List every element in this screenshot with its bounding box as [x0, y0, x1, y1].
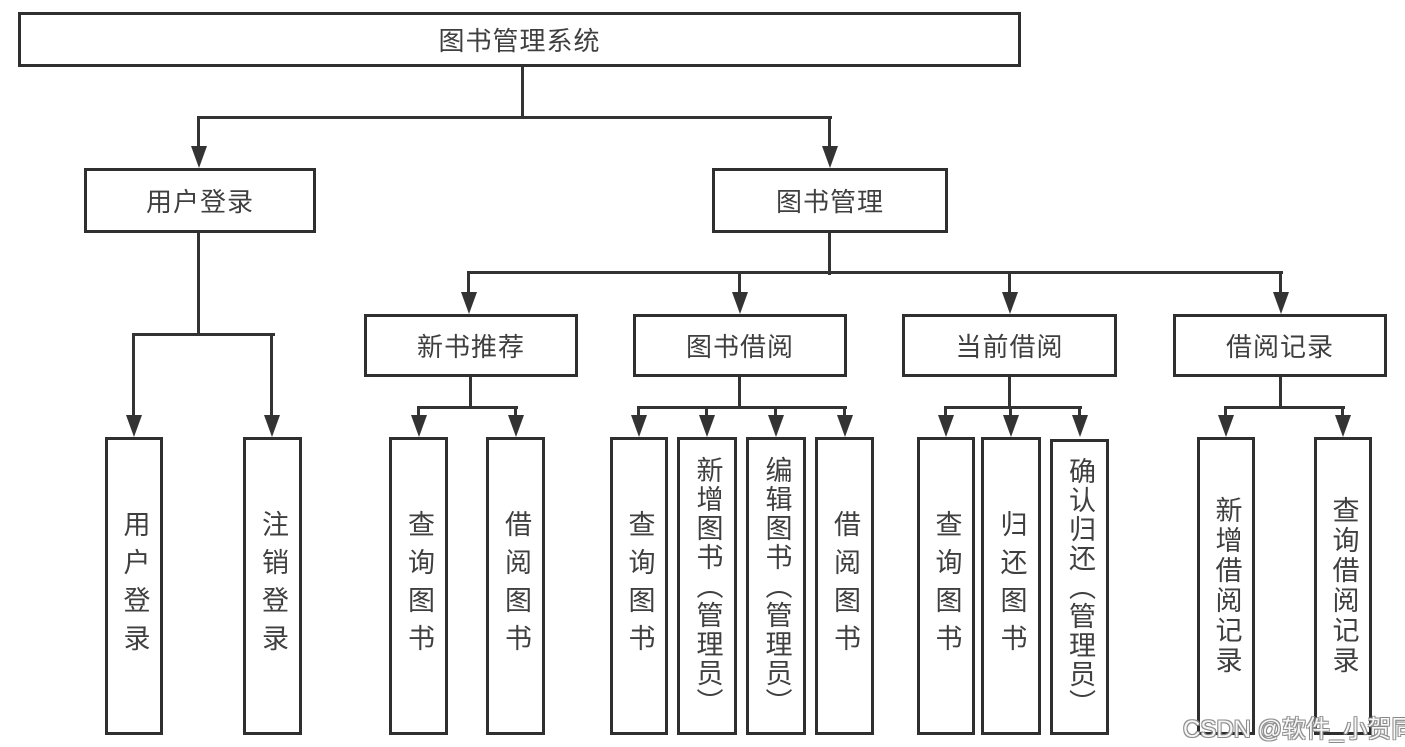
- leaf-label: 确认归还（管理员）: [1065, 456, 1095, 718]
- leaf-add-books-admin: 新增图书（管理员）: [677, 437, 737, 735]
- connector-stem: [1008, 374, 1011, 409]
- arrow-down-icon: [1072, 415, 1088, 437]
- leaf-borrow-books-recommend: 借阅图书: [486, 437, 545, 735]
- connector-stem: [1341, 406, 1344, 418]
- connector-stem: [1078, 406, 1081, 418]
- connector-level2-bar: [197, 116, 832, 119]
- connector-stem: [1008, 271, 1011, 295]
- node-root: 图书管理系统: [18, 12, 1021, 67]
- connector-stem: [738, 374, 741, 409]
- leaf-label: 查询借阅记录: [1328, 496, 1359, 676]
- arrow-down-icon: [837, 415, 853, 437]
- arrow-down-icon: [822, 146, 838, 168]
- connector-stem: [637, 406, 640, 418]
- leaf-label: 新增借阅记录: [1211, 496, 1242, 676]
- leaf-confirm-return-admin: 确认归还（管理员）: [1050, 439, 1109, 735]
- node-book-borrow: 图书借阅: [633, 314, 847, 377]
- arrow-down-icon: [1335, 415, 1351, 437]
- arrow-down-icon: [1002, 292, 1018, 314]
- connector-stem: [270, 333, 273, 418]
- connector-stem: [774, 406, 777, 418]
- connector-stem: [197, 116, 200, 149]
- leaf-query-books-recommend: 查询图书: [389, 437, 448, 735]
- node-borrow-records: 借阅记录: [1173, 314, 1387, 377]
- leaf-add-borrow-record: 新增借阅记录: [1197, 437, 1255, 735]
- connector-root-stem: [521, 65, 524, 119]
- leaf-label: 用户登录: [119, 510, 150, 662]
- arrow-down-icon: [1273, 292, 1289, 314]
- arrow-down-icon: [938, 415, 954, 437]
- node-new-book-recommend-label: 新书推荐: [416, 332, 525, 362]
- connector-bar: [944, 406, 1082, 409]
- connector-user-login-stem: [197, 230, 200, 336]
- leaf-label: 新增图书（管理员）: [692, 455, 723, 717]
- leaf-label: 查询图书: [404, 510, 434, 662]
- arrow-down-icon: [461, 292, 477, 314]
- leaf-label: 查询图书: [624, 510, 655, 662]
- connector-stem: [1224, 406, 1227, 418]
- connector-stem: [738, 271, 741, 295]
- leaf-query-books-borrow: 查询图书: [610, 437, 668, 735]
- leaf-user-login: 用户登录: [105, 437, 163, 735]
- leaf-label: 编辑图书（管理员）: [761, 455, 792, 717]
- connector-stem: [705, 406, 708, 418]
- arrow-down-icon: [411, 415, 427, 437]
- arrow-down-icon: [508, 415, 524, 437]
- arrow-down-icon: [264, 415, 280, 437]
- connector-stem: [469, 374, 472, 409]
- arrow-down-icon: [699, 415, 715, 437]
- node-current-borrow-label: 当前借阅: [955, 332, 1064, 362]
- arrow-down-icon: [732, 292, 748, 314]
- connector-bar: [637, 406, 847, 409]
- leaf-logout: 注销登录: [243, 437, 302, 735]
- leaf-label: 注销登录: [258, 510, 288, 662]
- connector-stem: [514, 406, 517, 418]
- leaf-query-borrow-record: 查询借阅记录: [1314, 437, 1372, 735]
- leaf-label: 借阅图书: [501, 510, 531, 662]
- arrow-down-icon: [768, 415, 784, 437]
- arrow-down-icon: [1218, 415, 1234, 437]
- node-book-management: 图书管理: [712, 168, 948, 233]
- connector-stem: [132, 333, 135, 418]
- connector-stem: [1279, 374, 1282, 409]
- node-user-login: 用户登录: [84, 168, 316, 233]
- connector-stem: [843, 406, 846, 418]
- node-new-book-recommend: 新书推荐: [364, 314, 578, 377]
- connector-stem: [417, 406, 420, 418]
- leaf-label: 借阅图书: [830, 510, 860, 662]
- arrow-down-icon: [631, 415, 647, 437]
- connector-bar: [417, 406, 518, 409]
- leaf-edit-books-admin: 编辑图书（管理员）: [746, 437, 806, 735]
- leaf-label: 查询图书: [931, 510, 962, 662]
- node-current-borrow: 当前借阅: [902, 314, 1117, 377]
- connector-level3-bar: [467, 271, 1283, 274]
- connector-bar: [1224, 406, 1345, 409]
- node-root-label: 图书管理系统: [438, 26, 601, 56]
- connector-stem: [944, 406, 947, 418]
- arrow-down-icon: [1003, 415, 1019, 437]
- connector-stem: [828, 116, 831, 149]
- connector-stem: [1009, 406, 1012, 418]
- watermark: CSDN @软件_小贺同学: [1183, 716, 1405, 743]
- arrow-down-icon: [191, 146, 207, 168]
- node-borrow-records-label: 借阅记录: [1225, 332, 1334, 362]
- leaf-borrow-books: 借阅图书: [815, 437, 874, 735]
- connector-stem: [467, 271, 470, 295]
- leaf-label: 归还图书: [996, 510, 1027, 662]
- connector-stem: [1279, 271, 1282, 295]
- node-book-borrow-label: 图书借阅: [685, 332, 794, 362]
- arrow-down-icon: [126, 415, 142, 437]
- node-user-login-label: 用户登录: [145, 187, 254, 217]
- leaf-query-books-current: 查询图书: [917, 437, 975, 735]
- node-book-management-label: 图书管理: [775, 187, 884, 217]
- connector-user-login-bar: [132, 333, 275, 336]
- connector-book-mgmt-stem: [828, 230, 831, 275]
- leaf-return-books: 归还图书: [981, 437, 1041, 735]
